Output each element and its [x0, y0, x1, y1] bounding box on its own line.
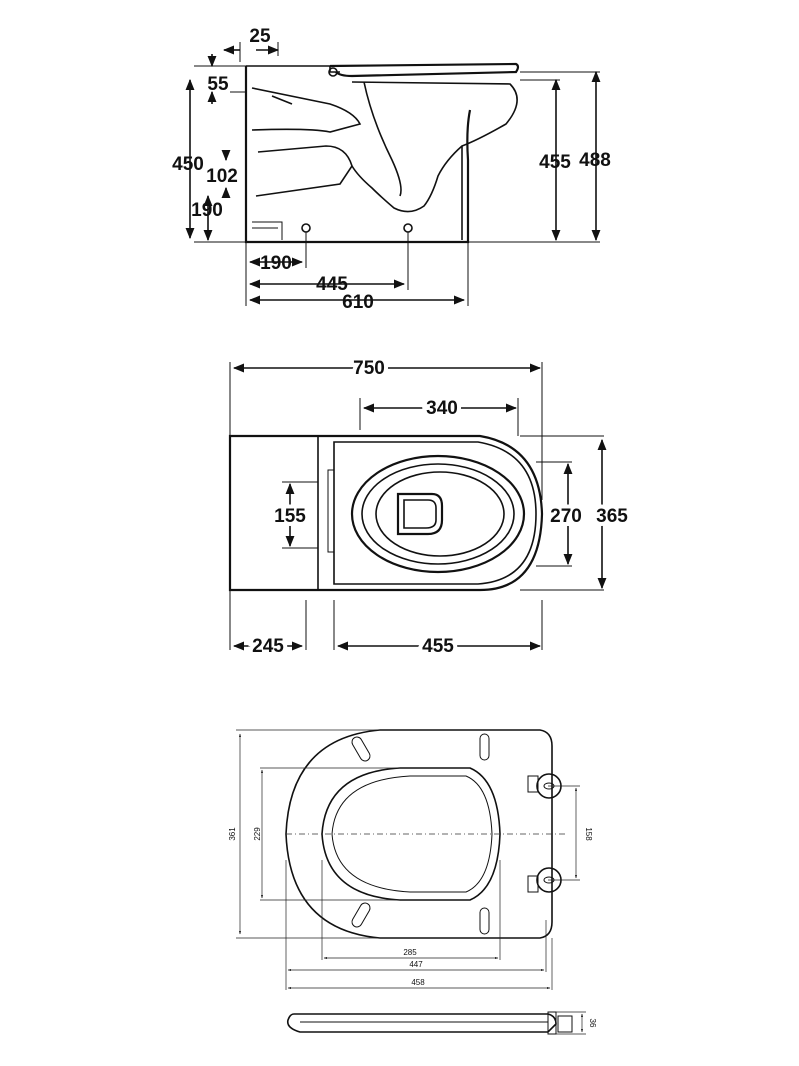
top-view: 750 340 155 270 365 245 455	[228, 354, 632, 661]
dim-label-488: 488	[579, 150, 611, 171]
dim-label-190-height: 190	[191, 200, 223, 221]
side-body-outline	[244, 66, 472, 244]
dim-label-190-length: 190	[260, 253, 292, 274]
dim-label-455-height: 455	[539, 152, 571, 173]
dim-label-55: 55	[207, 74, 229, 95]
dim-label-36: 36	[588, 1019, 597, 1028]
dim-label-285: 285	[403, 948, 417, 957]
dim-label-450: 450	[172, 154, 204, 175]
dim-label-361: 361	[228, 827, 237, 841]
dim-label-365: 365	[596, 506, 628, 527]
dim-label-229: 229	[253, 827, 262, 841]
side-seat-outline	[329, 62, 520, 78]
dim-label-445: 445	[316, 274, 348, 295]
dim-label-158: 158	[584, 827, 593, 841]
dim-label-610: 610	[342, 292, 374, 313]
dim-label-750: 750	[353, 358, 385, 379]
dim-label-270: 270	[550, 506, 582, 527]
dim-label-102: 102	[206, 166, 238, 187]
dim-label-245: 245	[252, 636, 284, 657]
seat-opening	[321, 767, 501, 901]
seat-profile-outline	[286, 1013, 557, 1033]
dim-label-25: 25	[249, 26, 271, 47]
seat-outline	[285, 729, 553, 939]
dim-label-155: 155	[274, 506, 306, 527]
seat-profile-view: 36	[286, 1011, 597, 1035]
dim-label-455-length: 455	[422, 636, 454, 657]
dim-label-447: 447	[409, 960, 423, 969]
top-bowl-rim	[350, 454, 526, 574]
seat-view: 361 229 158 285 447 458	[228, 729, 593, 990]
top-cistern-outline	[228, 434, 544, 592]
dim-label-340: 340	[426, 398, 458, 419]
side-view: 25 55 450 102 190 455 488 190 445 610	[172, 26, 611, 313]
dim-label-458: 458	[411, 978, 425, 987]
